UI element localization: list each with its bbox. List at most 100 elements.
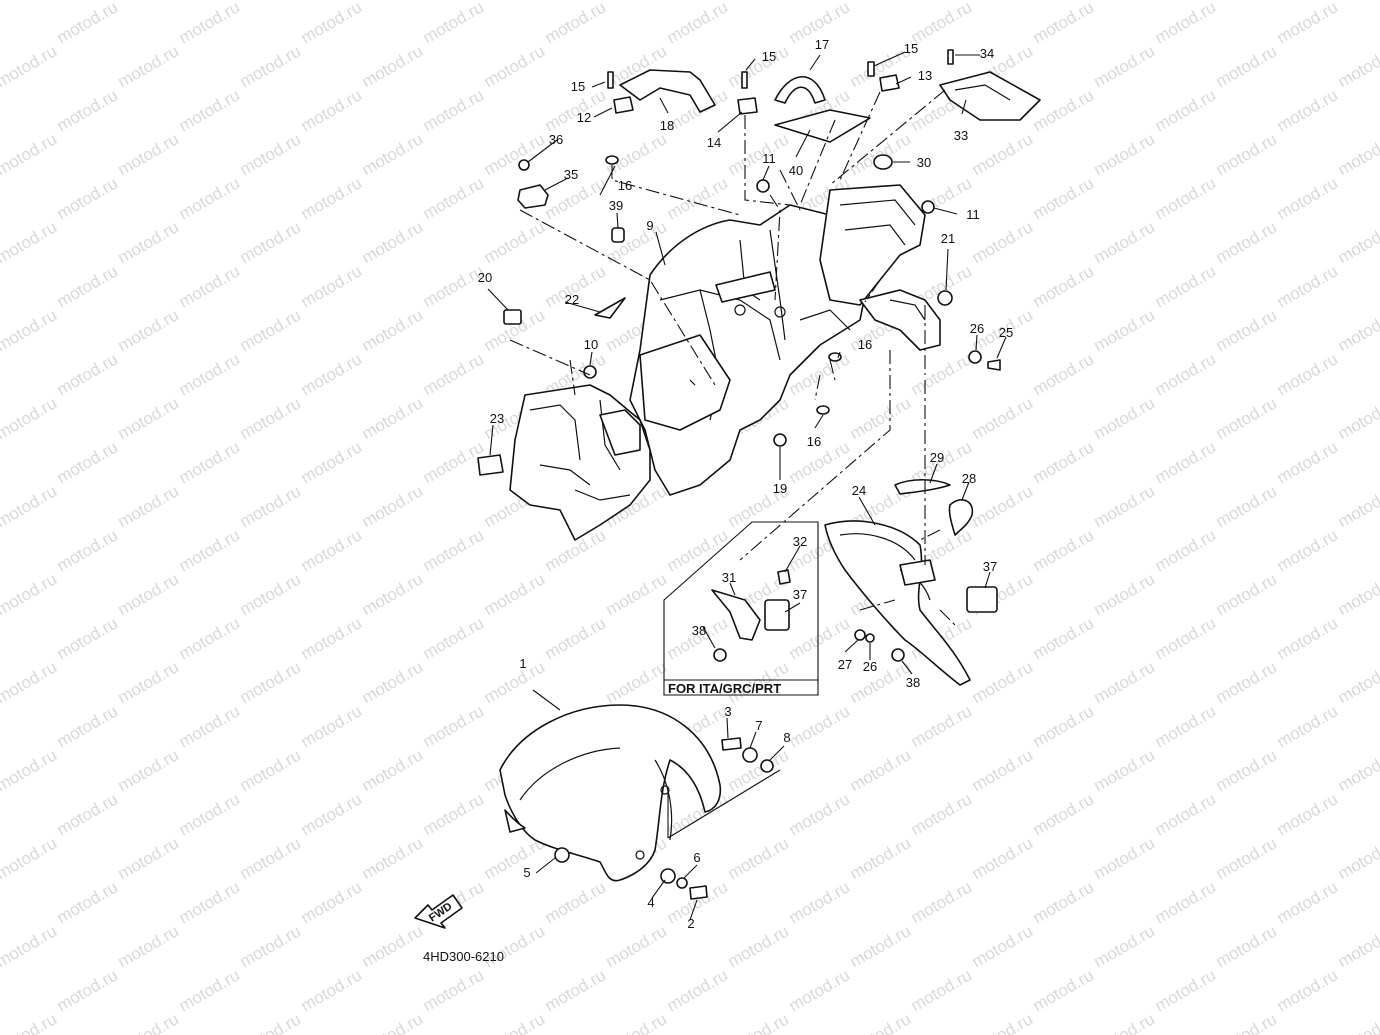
callout-13: 13: [918, 68, 932, 83]
watermark-text: motod.ru: [237, 41, 305, 91]
callout-34: 34: [980, 46, 994, 61]
watermark-text: motod.ru: [420, 437, 488, 487]
watermark-text: motod.ru: [1213, 481, 1281, 531]
watermark-text: motod.ru: [908, 965, 976, 1015]
callout-30: 30: [917, 155, 931, 170]
watermark-text: motod.ru: [1030, 701, 1098, 751]
watermark-text: motod.ru: [298, 525, 366, 575]
watermark-text: motod.ru: [664, 789, 732, 839]
watermark-text: motod.ru: [603, 657, 671, 707]
watermark-text: motod.ru: [359, 305, 427, 355]
watermark-text: motod.ru: [1213, 305, 1281, 355]
watermark-text: motod.ru: [115, 1009, 183, 1035]
watermark-text: motod.ru: [237, 833, 305, 883]
watermark-text: motod.ru: [359, 745, 427, 795]
watermark-text: motod.ru: [969, 745, 1037, 795]
callout-9: 9: [646, 218, 653, 233]
watermark-text: motod.ru: [1213, 833, 1281, 883]
watermark-text: motod.ru: [176, 261, 244, 311]
watermark-text: motod.ru: [54, 261, 122, 311]
callout-3: 3: [724, 704, 731, 719]
callout-1: 1: [519, 656, 526, 671]
watermark-text: motod.ru: [237, 305, 305, 355]
watermark-text: motod.ru: [359, 921, 427, 971]
watermark-text: motod.ru: [969, 833, 1037, 883]
watermark-text: motod.ru: [908, 789, 976, 839]
watermark-text: motod.ru: [359, 833, 427, 883]
watermark-text: motod.ru: [359, 1009, 427, 1035]
callout-15b: 15: [762, 49, 776, 64]
callout-24: 24: [852, 483, 866, 498]
watermark-text: motod.ru: [1091, 41, 1159, 91]
watermark-text: motod.ru: [237, 481, 305, 531]
watermark-text: motod.ru: [1152, 0, 1220, 47]
reflector-bracket: [894, 478, 974, 536]
rear-flap: [824, 520, 971, 686]
watermark-text: motod.ru: [786, 613, 854, 663]
watermark-text: motod.ru: [0, 129, 60, 179]
callout-15c: 15: [904, 41, 918, 56]
watermark-text: motod.ru: [1091, 569, 1159, 619]
watermark-text: motod.ru: [1213, 129, 1281, 179]
callout-27: 27: [838, 657, 852, 672]
watermark-text: motod.ru: [1152, 789, 1220, 839]
watermark-text: motod.ru: [1274, 0, 1342, 47]
callout-20: 20: [478, 270, 492, 285]
callout-25: 25: [999, 325, 1013, 340]
watermark-text: motod.ru: [115, 305, 183, 355]
watermark-text: motod.ru: [176, 789, 244, 839]
watermark-text: motod.ru: [0, 921, 60, 971]
callout-33: 33: [954, 128, 968, 143]
watermark-text: motod.ru: [115, 41, 183, 91]
watermark-text: motod.ru: [1152, 701, 1220, 751]
watermark-text: motod.ru: [420, 613, 488, 663]
watermark-text: motod.ru: [1213, 41, 1281, 91]
watermark-text: motod.ru: [298, 965, 366, 1015]
watermark-text: motod.ru: [1335, 41, 1380, 91]
watermark-text: motod.ru: [847, 657, 915, 707]
watermark-text: motod.ru: [542, 877, 610, 927]
watermark-text: motod.ru: [1091, 217, 1159, 267]
region-box-label: FOR ITA/GRC/PRT: [668, 681, 781, 696]
watermark-text: motod.ru: [603, 921, 671, 971]
callout-15a: 15: [571, 79, 585, 94]
watermark-text: motod.ru: [1030, 613, 1098, 663]
watermark-text: motod.ru: [298, 85, 366, 135]
watermark-text: motod.ru: [725, 921, 793, 971]
watermark-text: motod.ru: [176, 613, 244, 663]
watermark-text: motod.ru: [603, 129, 671, 179]
watermark-text: motod.ru: [1091, 745, 1159, 795]
watermark-text: motod.ru: [1274, 965, 1342, 1015]
watermark-text: motod.ru: [1091, 129, 1159, 179]
watermark-text: motod.ru: [176, 0, 244, 47]
watermark-text: motod.ru: [1274, 877, 1342, 927]
watermark-text: motod.ru: [1091, 0, 1159, 3]
watermark-text: motod.ru: [1152, 965, 1220, 1015]
watermark-text: motod.ru: [1213, 569, 1281, 619]
watermark-text: motod.ru: [54, 0, 122, 47]
watermark-text: motod.ru: [969, 1009, 1037, 1035]
callout-29: 29: [930, 450, 944, 465]
watermark-text: motod.ru: [1274, 613, 1342, 663]
watermark-text: motod.ru: [603, 1009, 671, 1035]
callout-40: 40: [789, 163, 803, 178]
watermark-text: motod.ru: [1091, 921, 1159, 971]
watermark-text: motod.ru: [420, 525, 488, 575]
watermark-text: motod.ru: [420, 85, 488, 135]
watermark-text: motod.ru: [1335, 217, 1380, 267]
watermark-text: motod.ru: [54, 525, 122, 575]
watermark-text: motod.ru: [1152, 85, 1220, 135]
watermark-text: motod.ru: [420, 0, 488, 47]
leader-lines: [487, 51, 1007, 921]
watermark-text: motod.ru: [908, 349, 976, 399]
watermark-text: motod.ru: [115, 569, 183, 619]
callout-14: 14: [707, 135, 721, 150]
watermark-text: motod.ru: [237, 393, 305, 443]
callout-6: 6: [693, 850, 700, 865]
watermark-text: motod.ru: [481, 41, 549, 91]
rear-frame-bracket: [819, 184, 941, 351]
callout-32: 32: [793, 534, 807, 549]
watermark-text: motod.ru: [1335, 745, 1380, 795]
watermark-text: motod.ru: [0, 0, 60, 3]
watermark-text: motod.ru: [1213, 1009, 1281, 1035]
